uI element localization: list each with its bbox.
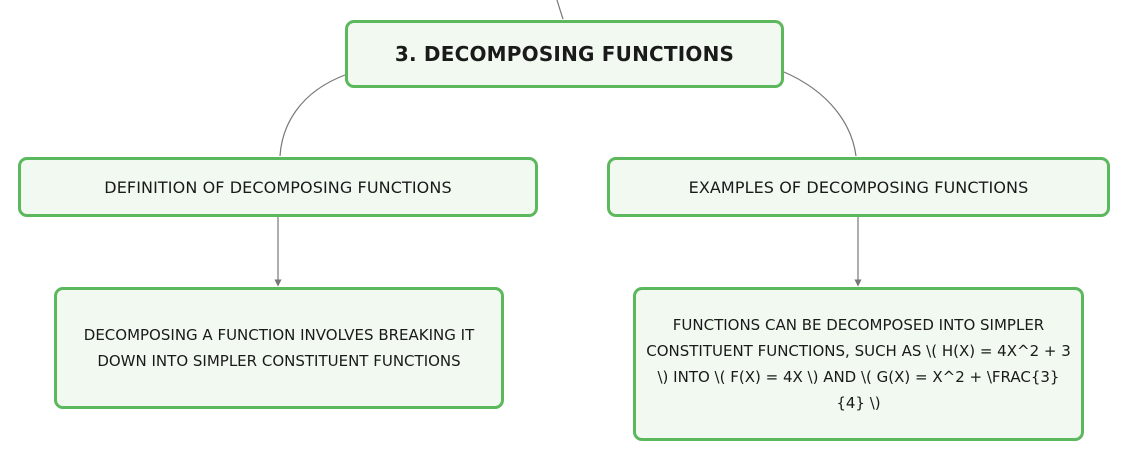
examples-node[interactable]: EXAMPLES OF DECOMPOSING FUNCTIONS — [607, 157, 1110, 217]
root-node[interactable]: 3. DECOMPOSING FUNCTIONS — [345, 20, 784, 88]
examples-node-label: EXAMPLES OF DECOMPOSING FUNCTIONS — [688, 177, 1029, 197]
parent-connector — [556, 0, 564, 20]
examples-detail-node[interactable]: FUNCTIONS CAN BE DECOMPOSED INTO SIMPLER… — [633, 287, 1084, 441]
definition-detail-node[interactable]: DECOMPOSING A FUNCTION INVOLVES BREAKING… — [54, 287, 504, 409]
connector-root-to-examples — [783, 71, 857, 157]
connector-root-to-definition — [279, 74, 346, 157]
definition-detail-text: DECOMPOSING A FUNCTION INVOLVES BREAKING… — [83, 326, 475, 370]
root-node-label: 3. DECOMPOSING FUNCTIONS — [394, 42, 735, 66]
examples-detail-text: FUNCTIONS CAN BE DECOMPOSED INTO SIMPLER… — [646, 316, 1071, 412]
definition-node[interactable]: DEFINITION OF DECOMPOSING FUNCTIONS — [18, 157, 538, 217]
definition-node-label: DEFINITION OF DECOMPOSING FUNCTIONS — [104, 177, 452, 197]
